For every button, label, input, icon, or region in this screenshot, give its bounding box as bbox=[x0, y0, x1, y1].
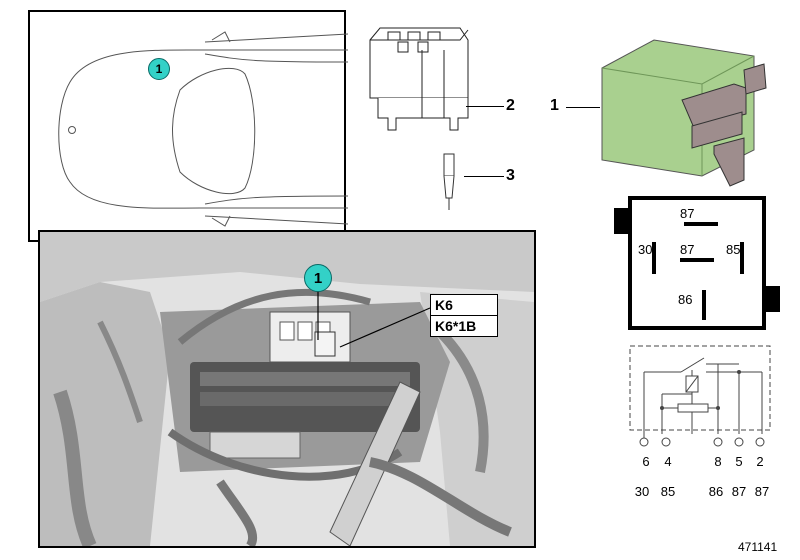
face-pin-bottom-label: 86 bbox=[678, 292, 693, 307]
face-pin-center-blade bbox=[680, 258, 714, 262]
photo-location-marker-number: 1 bbox=[313, 269, 323, 287]
face-pin-left-label: 30 bbox=[638, 242, 653, 257]
face-pin-bottom-blade bbox=[702, 290, 706, 320]
relay-holder-callout: 2 bbox=[506, 97, 515, 114]
relay-callout: 1 bbox=[550, 97, 559, 114]
relay-schematic bbox=[629, 345, 771, 447]
contact-pin-leader bbox=[464, 176, 504, 177]
relay-drawing bbox=[601, 39, 767, 187]
label-k6-1b: K6*1B bbox=[435, 318, 477, 334]
installation-photo: 1 K6 K6*1B bbox=[38, 230, 536, 548]
label-k6: K6 bbox=[431, 295, 497, 316]
face-pin-center-label: 87 bbox=[680, 242, 695, 257]
diagram-number: 471141 bbox=[738, 540, 778, 554]
car-location-marker: 1 bbox=[148, 58, 170, 80]
relay-leader bbox=[566, 107, 600, 108]
photo-label-box: K6 K6*1B bbox=[430, 294, 498, 337]
car-location-inset: 1 bbox=[28, 10, 349, 242]
face-pin-right-blade bbox=[740, 242, 744, 274]
face-pin-right-label: 85 bbox=[726, 242, 741, 257]
car-outline bbox=[58, 31, 349, 227]
contact-pin-callout: 3 bbox=[506, 167, 515, 184]
relay-pin-face: 87 30 87 85 86 bbox=[614, 196, 780, 330]
face-pin-left-blade bbox=[652, 242, 656, 274]
schematic-terminal-30: 30 bbox=[634, 484, 650, 499]
schematic-pin-2: 2 bbox=[756, 454, 764, 469]
relay-face-tab-left bbox=[614, 208, 628, 234]
car-location-marker-number: 1 bbox=[155, 62, 163, 76]
photo-location-marker: 1 bbox=[304, 264, 332, 292]
face-pin-top-blade bbox=[684, 222, 718, 226]
schematic-terminal-86: 86 bbox=[708, 484, 724, 499]
photo-leader-lines bbox=[317, 290, 431, 348]
relay-holder-drawing bbox=[369, 27, 469, 210]
relay-face-tab-right bbox=[766, 286, 780, 312]
relay-holder-leader bbox=[466, 106, 504, 107]
schematic-terminal-85: 85 bbox=[660, 484, 676, 499]
schematic-terminal-87b: 87 bbox=[754, 484, 770, 499]
face-pin-top-label: 87 bbox=[680, 206, 695, 221]
schematic-pin-5: 5 bbox=[735, 454, 743, 469]
schematic-terminal-87a: 87 bbox=[731, 484, 747, 499]
schematic-pin-4: 4 bbox=[664, 454, 672, 469]
schematic-pin-6: 6 bbox=[642, 454, 650, 469]
engine-bay-drawing bbox=[40, 232, 534, 546]
schematic-pin-8: 8 bbox=[714, 454, 722, 469]
